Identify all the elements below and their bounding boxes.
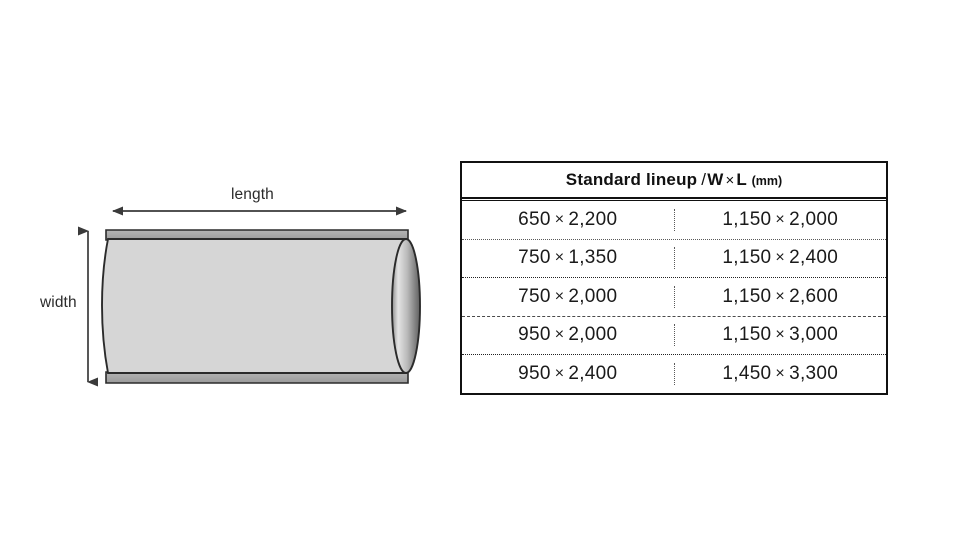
cell-size: 1,450×3,300: [722, 362, 839, 384]
table-body: 650×2,200 1,150×2,000 750×1,350 1,150×2,…: [462, 201, 886, 393]
cell-size: 1,150×2,000: [722, 208, 839, 230]
cell-size: 1,150×3,000: [722, 324, 839, 346]
table-title: Standard lineup: [565, 170, 698, 189]
roll-product-diagram: length width: [0, 0, 450, 540]
roll-diagram-svg: [78, 206, 421, 387]
table-row: 650×2,200 1,150×2,000: [462, 201, 886, 240]
length-label: length: [231, 186, 274, 203]
cell-size: 750×1,350: [462, 247, 675, 270]
cell-size: 950×2,400: [462, 362, 675, 385]
cell-size: 750×2,000: [462, 285, 675, 308]
roll-end-cap: [391, 238, 421, 374]
header-unit: (mm): [751, 174, 783, 188]
header-separator: /: [701, 170, 707, 189]
table-row: 950×2,000 1,150×3,000: [462, 317, 886, 355]
header-l: L: [736, 170, 747, 189]
table-header: Standard lineup/W×L (mm): [462, 163, 886, 201]
width-label: width: [40, 294, 77, 311]
table-row: 750×2,000 1,150×2,600: [462, 278, 886, 317]
cell-size: 650×2,200: [462, 208, 675, 231]
header-times-icon: ×: [725, 172, 735, 189]
cell-size: 950×2,000: [462, 324, 675, 347]
cell-size: 1,150×2,400: [722, 247, 839, 269]
table-row: 750×1,350 1,150×2,400: [462, 240, 886, 278]
table-row: 950×2,400 1,450×3,300: [462, 355, 886, 393]
header-w: W: [707, 170, 724, 189]
cell-size: 1,150×2,600: [722, 285, 839, 307]
standard-lineup-table: Standard lineup/W×L (mm) 650×2,200 1,150…: [460, 161, 888, 395]
roll-body: [101, 238, 407, 374]
